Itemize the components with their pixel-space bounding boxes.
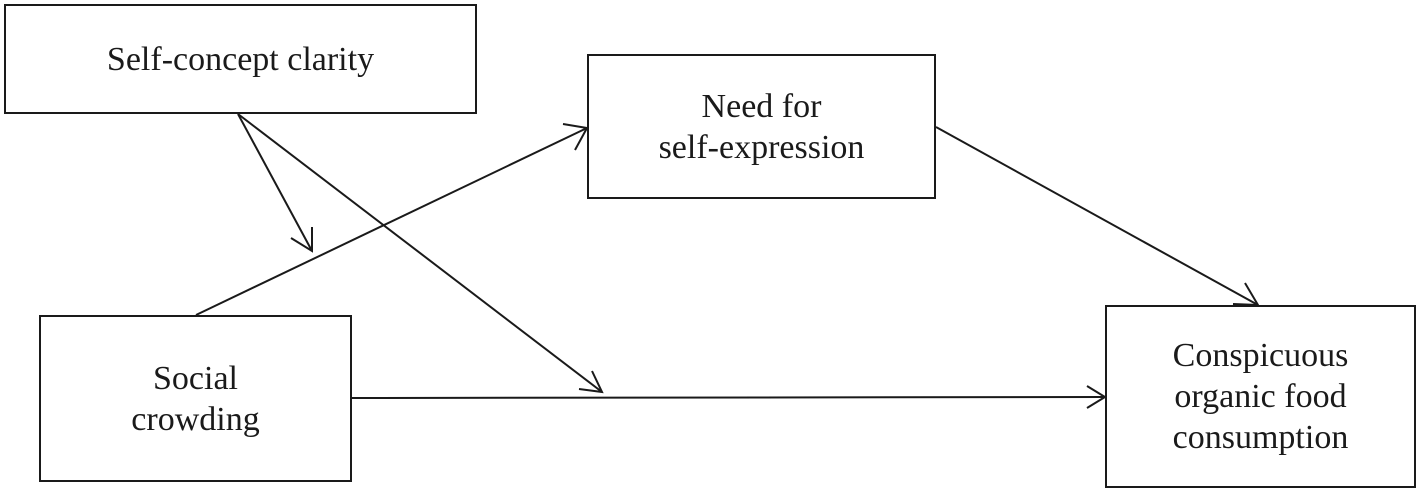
node-label-line-1: Social xyxy=(153,359,238,397)
moderation-arrow-to-indirect-path xyxy=(237,113,313,252)
node-conspicuous-organic-food-consumption: Conspicuous organic food consumption xyxy=(1105,305,1416,488)
node-label-line-2: organic food xyxy=(1174,378,1347,415)
node-label-line-1: Conspicuous xyxy=(1172,337,1349,374)
node-label: Self-concept clarity xyxy=(106,40,375,78)
arrow-social-crowding-to-need-for-self-expression xyxy=(195,127,588,316)
node-label-line-1: Need for xyxy=(701,87,822,125)
node-social-crowding: Social crowding xyxy=(39,315,352,482)
node-need-for-self-expression: Need for self-expression xyxy=(587,54,936,199)
node-label-line-3: consumption xyxy=(1172,419,1349,456)
arrow-need-for-self-expression-to-conspicuous-consumption xyxy=(935,126,1259,306)
node-label-line-2: self-expression xyxy=(658,128,865,166)
moderation-arrowhead-direct-path xyxy=(578,370,604,394)
moderation-arrowhead-indirect-path xyxy=(290,227,313,253)
node-self-concept-clarity: Self-concept clarity xyxy=(4,4,477,114)
moderation-arrow-to-direct-path xyxy=(237,113,603,393)
node-label-line-2: crowding xyxy=(131,400,260,438)
arrow-social-crowding-to-conspicuous-consumption xyxy=(351,396,1106,399)
